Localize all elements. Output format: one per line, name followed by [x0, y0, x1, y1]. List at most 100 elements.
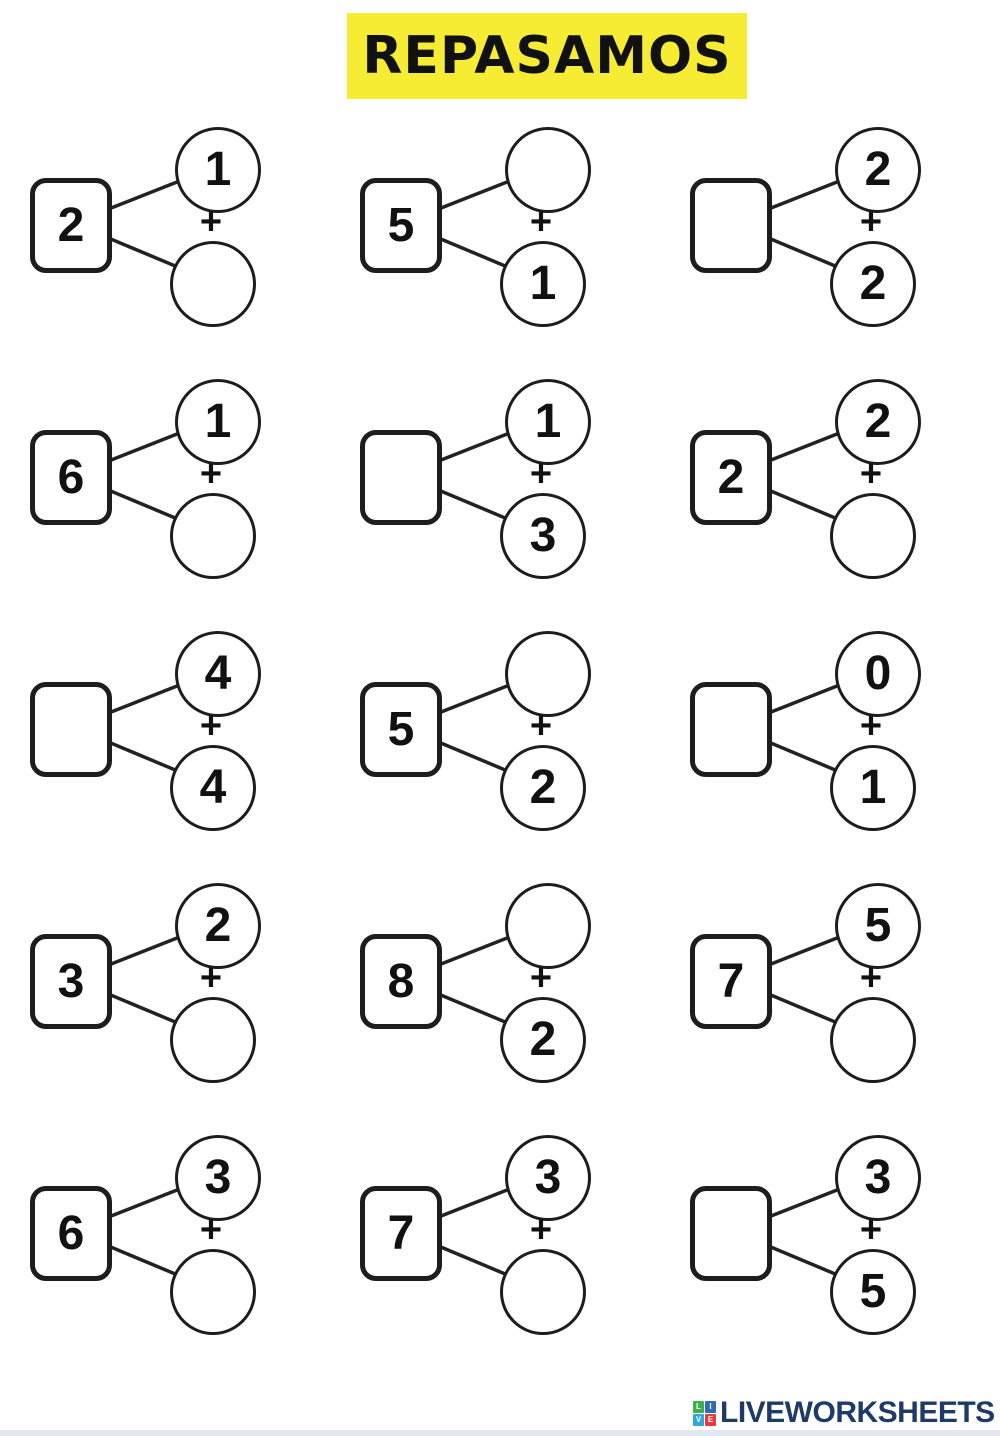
page-title: REPASAMOS	[362, 26, 732, 86]
plus-sign: +	[529, 1209, 553, 1251]
addend-bottom-circle: 3	[500, 493, 586, 579]
addend-bottom-circle: 2	[830, 241, 916, 327]
addend-top-circle-value: 3	[204, 1151, 232, 1204]
addend-bottom-circle-value: 2	[529, 761, 557, 814]
total-square-value: 7	[717, 954, 745, 1008]
plus-sign: +	[529, 201, 553, 243]
total-square-value: 3	[57, 954, 85, 1008]
addend-bottom-circle[interactable]	[500, 1249, 586, 1335]
addend-top-circle-value: 1	[534, 395, 562, 448]
addend-top-circle[interactable]	[505, 883, 591, 969]
addend-top-circle: 1	[175, 127, 261, 213]
addend-bottom-circle-value: 3	[529, 509, 557, 562]
plus-sign: +	[859, 453, 883, 495]
total-square-value: 6	[57, 1206, 85, 1260]
total-square-value: 2	[57, 198, 85, 252]
addend-top-circle-value: 1	[204, 395, 232, 448]
addend-top-circle: 5	[835, 883, 921, 969]
addend-bottom-circle-value: 5	[859, 1265, 887, 1318]
addend-bottom-circle-value: 1	[859, 761, 887, 814]
addend-bottom-circle[interactable]	[170, 493, 256, 579]
addend-bottom-circle[interactable]	[830, 997, 916, 1083]
addend-bottom-circle[interactable]	[830, 493, 916, 579]
number-bond-exercise: 6 1 +	[20, 362, 330, 612]
plus-sign: +	[199, 1209, 223, 1251]
bottom-strip	[0, 1430, 1000, 1436]
addend-top-circle[interactable]	[505, 631, 591, 717]
plus-sign: +	[859, 1209, 883, 1251]
addend-bottom-circle-value: 4	[199, 761, 227, 814]
addend-top-circle-value: 5	[864, 899, 892, 952]
total-square[interactable]	[30, 682, 112, 777]
plus-sign: +	[199, 957, 223, 999]
addend-top-circle: 0	[835, 631, 921, 717]
logo-tile-v: V	[693, 1413, 704, 1426]
addend-bottom-circle[interactable]	[170, 997, 256, 1083]
total-square-value: 5	[387, 198, 415, 252]
logo-tile-e: E	[705, 1413, 716, 1426]
addend-top-circle-value: 3	[864, 1151, 892, 1204]
brand-name: LIVEWORKSHEETS	[720, 1396, 995, 1429]
addend-bottom-circle: 1	[500, 241, 586, 327]
number-bond-exercise: 8 +2	[350, 866, 660, 1116]
number-bond-exercise: 6 3 +	[20, 1118, 330, 1368]
addend-bottom-circle[interactable]	[170, 241, 256, 327]
addend-top-circle: 4	[175, 631, 261, 717]
addend-bottom-circle: 2	[500, 997, 586, 1083]
total-square: 7	[360, 1186, 442, 1281]
number-bond-exercise: 3 +5	[680, 1118, 990, 1368]
addend-bottom-circle: 4	[170, 745, 256, 831]
plus-sign: +	[859, 957, 883, 999]
addend-bottom-circle: 5	[830, 1249, 916, 1335]
total-square: 8	[360, 934, 442, 1029]
total-square: 5	[360, 682, 442, 777]
total-square: 7	[690, 934, 772, 1029]
plus-sign: +	[199, 201, 223, 243]
plus-sign: +	[529, 957, 553, 999]
addend-top-circle: 1	[175, 379, 261, 465]
addend-bottom-circle[interactable]	[170, 1249, 256, 1335]
addend-top-circle: 3	[835, 1135, 921, 1221]
number-bond-exercise: 0+1	[680, 614, 990, 864]
total-square[interactable]	[690, 682, 772, 777]
total-square-value: 7	[387, 1206, 415, 1260]
plus-sign: +	[859, 705, 883, 747]
addend-top-circle-value: 3	[534, 1151, 562, 1204]
number-bond-exercise: 3 2 +	[20, 866, 330, 1116]
total-square[interactable]	[360, 430, 442, 525]
plus-sign: +	[199, 705, 223, 747]
total-square: 6	[30, 430, 112, 525]
addend-bottom-circle-value: 2	[859, 257, 887, 310]
addend-top-circle-value: 2	[204, 899, 232, 952]
addend-top-circle: 2	[835, 379, 921, 465]
logo-tile-l: L	[693, 1400, 704, 1413]
number-bond-exercise: 2+2	[680, 110, 990, 360]
number-bond-exercise: 2 1 +	[20, 110, 330, 360]
number-bond-exercise: 7 5 +	[680, 866, 990, 1116]
addend-bottom-circle: 1	[830, 745, 916, 831]
addend-top-circle: 2	[835, 127, 921, 213]
plus-sign: +	[529, 705, 553, 747]
total-square[interactable]	[690, 178, 772, 273]
plus-sign: +	[199, 453, 223, 495]
addend-top-circle-value: 1	[204, 143, 232, 196]
addend-top-circle: 2	[175, 883, 261, 969]
total-square-value: 6	[57, 450, 85, 504]
total-square: 5	[360, 178, 442, 273]
title-banner: REPASAMOS	[347, 13, 747, 99]
number-bond-exercise: 5 +1	[350, 110, 660, 360]
number-bond-exercise: 7 3 +	[350, 1118, 660, 1368]
total-square: 3	[30, 934, 112, 1029]
addend-top-circle-value: 4	[204, 647, 232, 700]
total-square[interactable]	[690, 1186, 772, 1281]
total-square: 6	[30, 1186, 112, 1281]
addend-top-circle: 1	[505, 379, 591, 465]
addend-bottom-circle-value: 2	[529, 1013, 557, 1066]
addend-bottom-circle-value: 1	[529, 257, 557, 310]
addend-top-circle[interactable]	[505, 127, 591, 213]
addend-top-circle-value: 2	[864, 143, 892, 196]
